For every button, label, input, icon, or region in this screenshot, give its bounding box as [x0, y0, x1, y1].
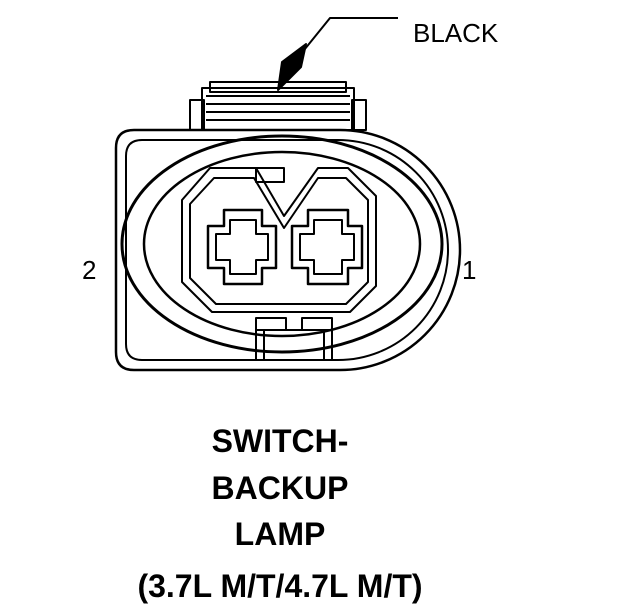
- terminal-cavity-pin-2: [206, 208, 278, 286]
- pin-2-label: 2: [82, 255, 97, 285]
- terminal-cavity-pin-1: [290, 208, 364, 286]
- leader-line: [295, 17, 398, 61]
- connector-housing: [114, 128, 462, 372]
- leader-arrowhead: [277, 43, 307, 91]
- connector-face-inner: [142, 150, 422, 338]
- connector-title-line-1: SWITCH-: [211, 423, 349, 459]
- cavity-body-inner: [189, 177, 369, 305]
- connector-title-line-2: BACKUP: [211, 470, 349, 506]
- connector-title-line-3: LAMP: [234, 516, 326, 552]
- keyway-slot: [255, 167, 285, 183]
- wire-color-label: BLACK: [413, 18, 499, 48]
- connector-title-line-4: (3.7L M/T/4.7L M/T): [137, 568, 423, 604]
- bottom-tab: [255, 317, 333, 361]
- connector-face-outer: [120, 134, 444, 354]
- cavity-body: [181, 167, 377, 313]
- connector-housing-inner: [125, 139, 449, 361]
- pin-1-label: 1: [462, 255, 477, 285]
